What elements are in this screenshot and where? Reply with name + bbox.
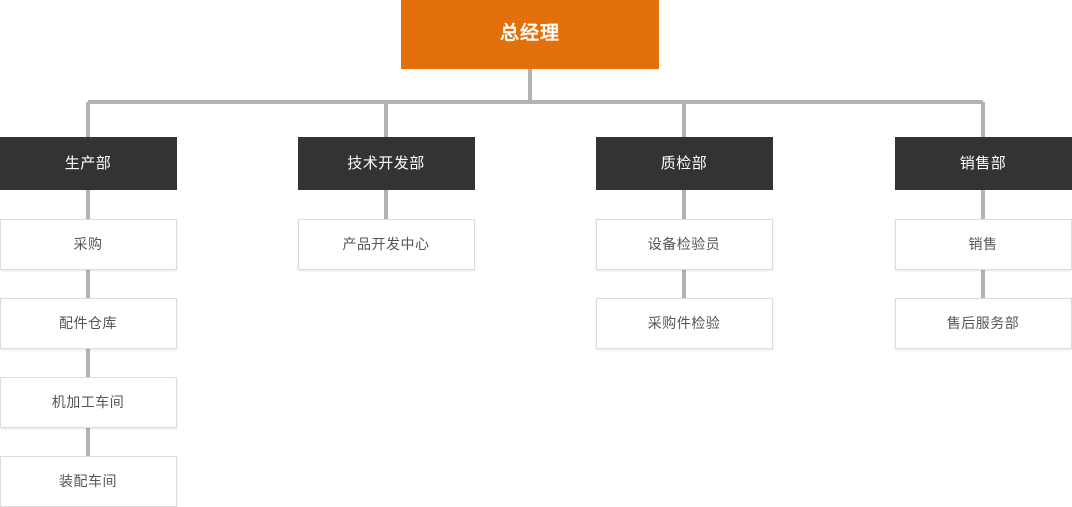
sub-connector-1-0 <box>384 190 388 219</box>
root-stem-connector <box>528 69 532 102</box>
dept-node-2[interactable]: 质检部 <box>595 137 773 190</box>
sub-node-0-2-label: 机加工车间 <box>51 394 125 411</box>
sub-connector-0-3 <box>86 428 90 456</box>
sub-node-3-1-label: 售后服务部 <box>946 315 1020 332</box>
branch-drop-connector-3 <box>981 102 985 137</box>
sub-node-3-1[interactable]: 售后服务部 <box>894 298 1072 349</box>
sub-node-0-2[interactable]: 机加工车间 <box>0 377 177 428</box>
sub-connector-0-2 <box>86 349 90 377</box>
branch-drop-connector-1 <box>384 102 388 137</box>
dept-node-1-label: 技术开发部 <box>347 154 425 172</box>
dept-node-3-label: 销售部 <box>959 154 1007 172</box>
dept-node-1[interactable]: 技术开发部 <box>297 137 475 190</box>
dept-node-2-label: 质检部 <box>660 154 708 172</box>
root-node[interactable]: 总经理 <box>401 0 659 69</box>
dept-node-3[interactable]: 销售部 <box>894 137 1072 190</box>
sub-connector-0-1 <box>86 270 90 298</box>
sub-node-0-3[interactable]: 装配车间 <box>0 456 177 507</box>
sub-node-0-0-label: 采购 <box>73 236 103 253</box>
sub-connector-3-0 <box>981 190 985 219</box>
sub-connector-2-1 <box>682 270 686 298</box>
sub-node-3-0[interactable]: 销售 <box>894 219 1072 270</box>
dept-node-0-label: 生产部 <box>64 154 112 172</box>
sub-node-2-1[interactable]: 采购件检验 <box>595 298 773 349</box>
sub-connector-3-1 <box>981 270 985 298</box>
distribution-bus-connector <box>88 100 983 104</box>
sub-node-1-0-label: 产品开发中心 <box>342 236 430 253</box>
dept-node-0[interactable]: 生产部 <box>0 137 177 190</box>
sub-connector-2-0 <box>682 190 686 219</box>
sub-node-1-0[interactable]: 产品开发中心 <box>297 219 475 270</box>
root-node-label: 总经理 <box>499 23 560 45</box>
branch-drop-connector-2 <box>682 102 686 137</box>
sub-node-0-0[interactable]: 采购 <box>0 219 177 270</box>
sub-node-3-0-label: 销售 <box>968 236 998 253</box>
sub-node-0-1-label: 配件仓库 <box>59 315 117 332</box>
sub-node-2-1-label: 采购件检验 <box>647 315 721 332</box>
sub-node-0-3-label: 装配车间 <box>59 473 117 490</box>
branch-drop-connector-0 <box>86 102 90 137</box>
sub-node-2-0-label: 设备检验员 <box>647 236 721 253</box>
sub-connector-0-0 <box>86 190 90 219</box>
sub-node-0-1[interactable]: 配件仓库 <box>0 298 177 349</box>
sub-node-2-0[interactable]: 设备检验员 <box>595 219 773 270</box>
